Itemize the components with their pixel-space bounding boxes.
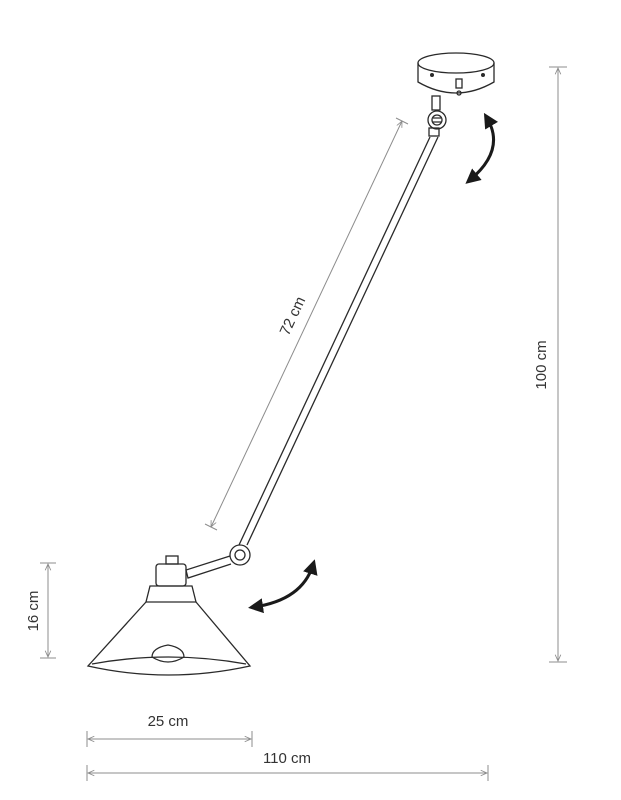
shade-width-label: 25 cm	[148, 713, 189, 730]
upper-swivel-joint	[427, 95, 447, 137]
dimension-shade-height: 16 cm	[25, 562, 56, 659]
dimension-shade-width: 25 cm	[86, 713, 253, 747]
shade-height-label: 16 cm	[25, 591, 42, 632]
lower-elbow-joint	[185, 544, 251, 579]
dimension-arm-length: 72 cm	[204, 117, 409, 531]
rotation-arrow-upper	[465, 112, 499, 184]
total-width-label: 110 cm	[263, 750, 311, 767]
arm-length-label: 72 cm	[277, 294, 310, 338]
rotation-arrow-lower	[248, 559, 318, 614]
dimension-total-height: 100 cm	[533, 66, 567, 663]
dimension-total-width: 110 cm	[86, 750, 489, 781]
lamp-shade	[86, 555, 252, 676]
total-height-label: 100 cm	[533, 340, 550, 389]
lamp-arm	[238, 136, 439, 546]
ceiling-canopy	[417, 52, 495, 96]
